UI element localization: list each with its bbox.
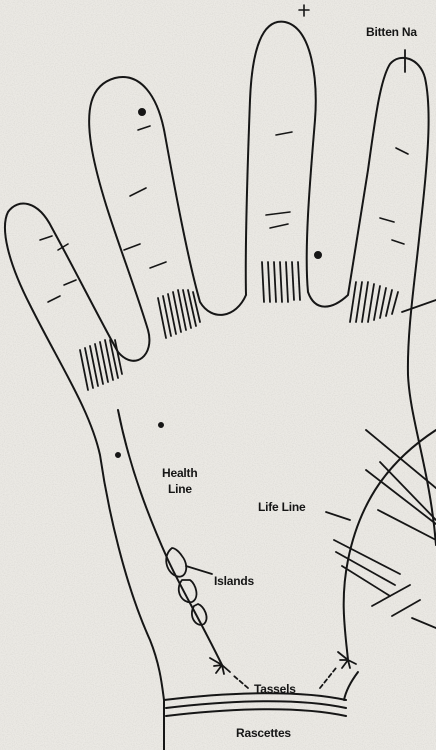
label-rascettes: Rascettes [236,726,291,740]
label-health-line-2: Line [168,482,192,496]
label-tassels: Tassels [254,682,296,696]
label-islands: Islands [214,574,254,588]
label-health-line-1: Health [162,466,197,480]
label-life-line: Life Line [258,500,306,514]
label-bitten-nails: Bitten Na [366,25,417,39]
